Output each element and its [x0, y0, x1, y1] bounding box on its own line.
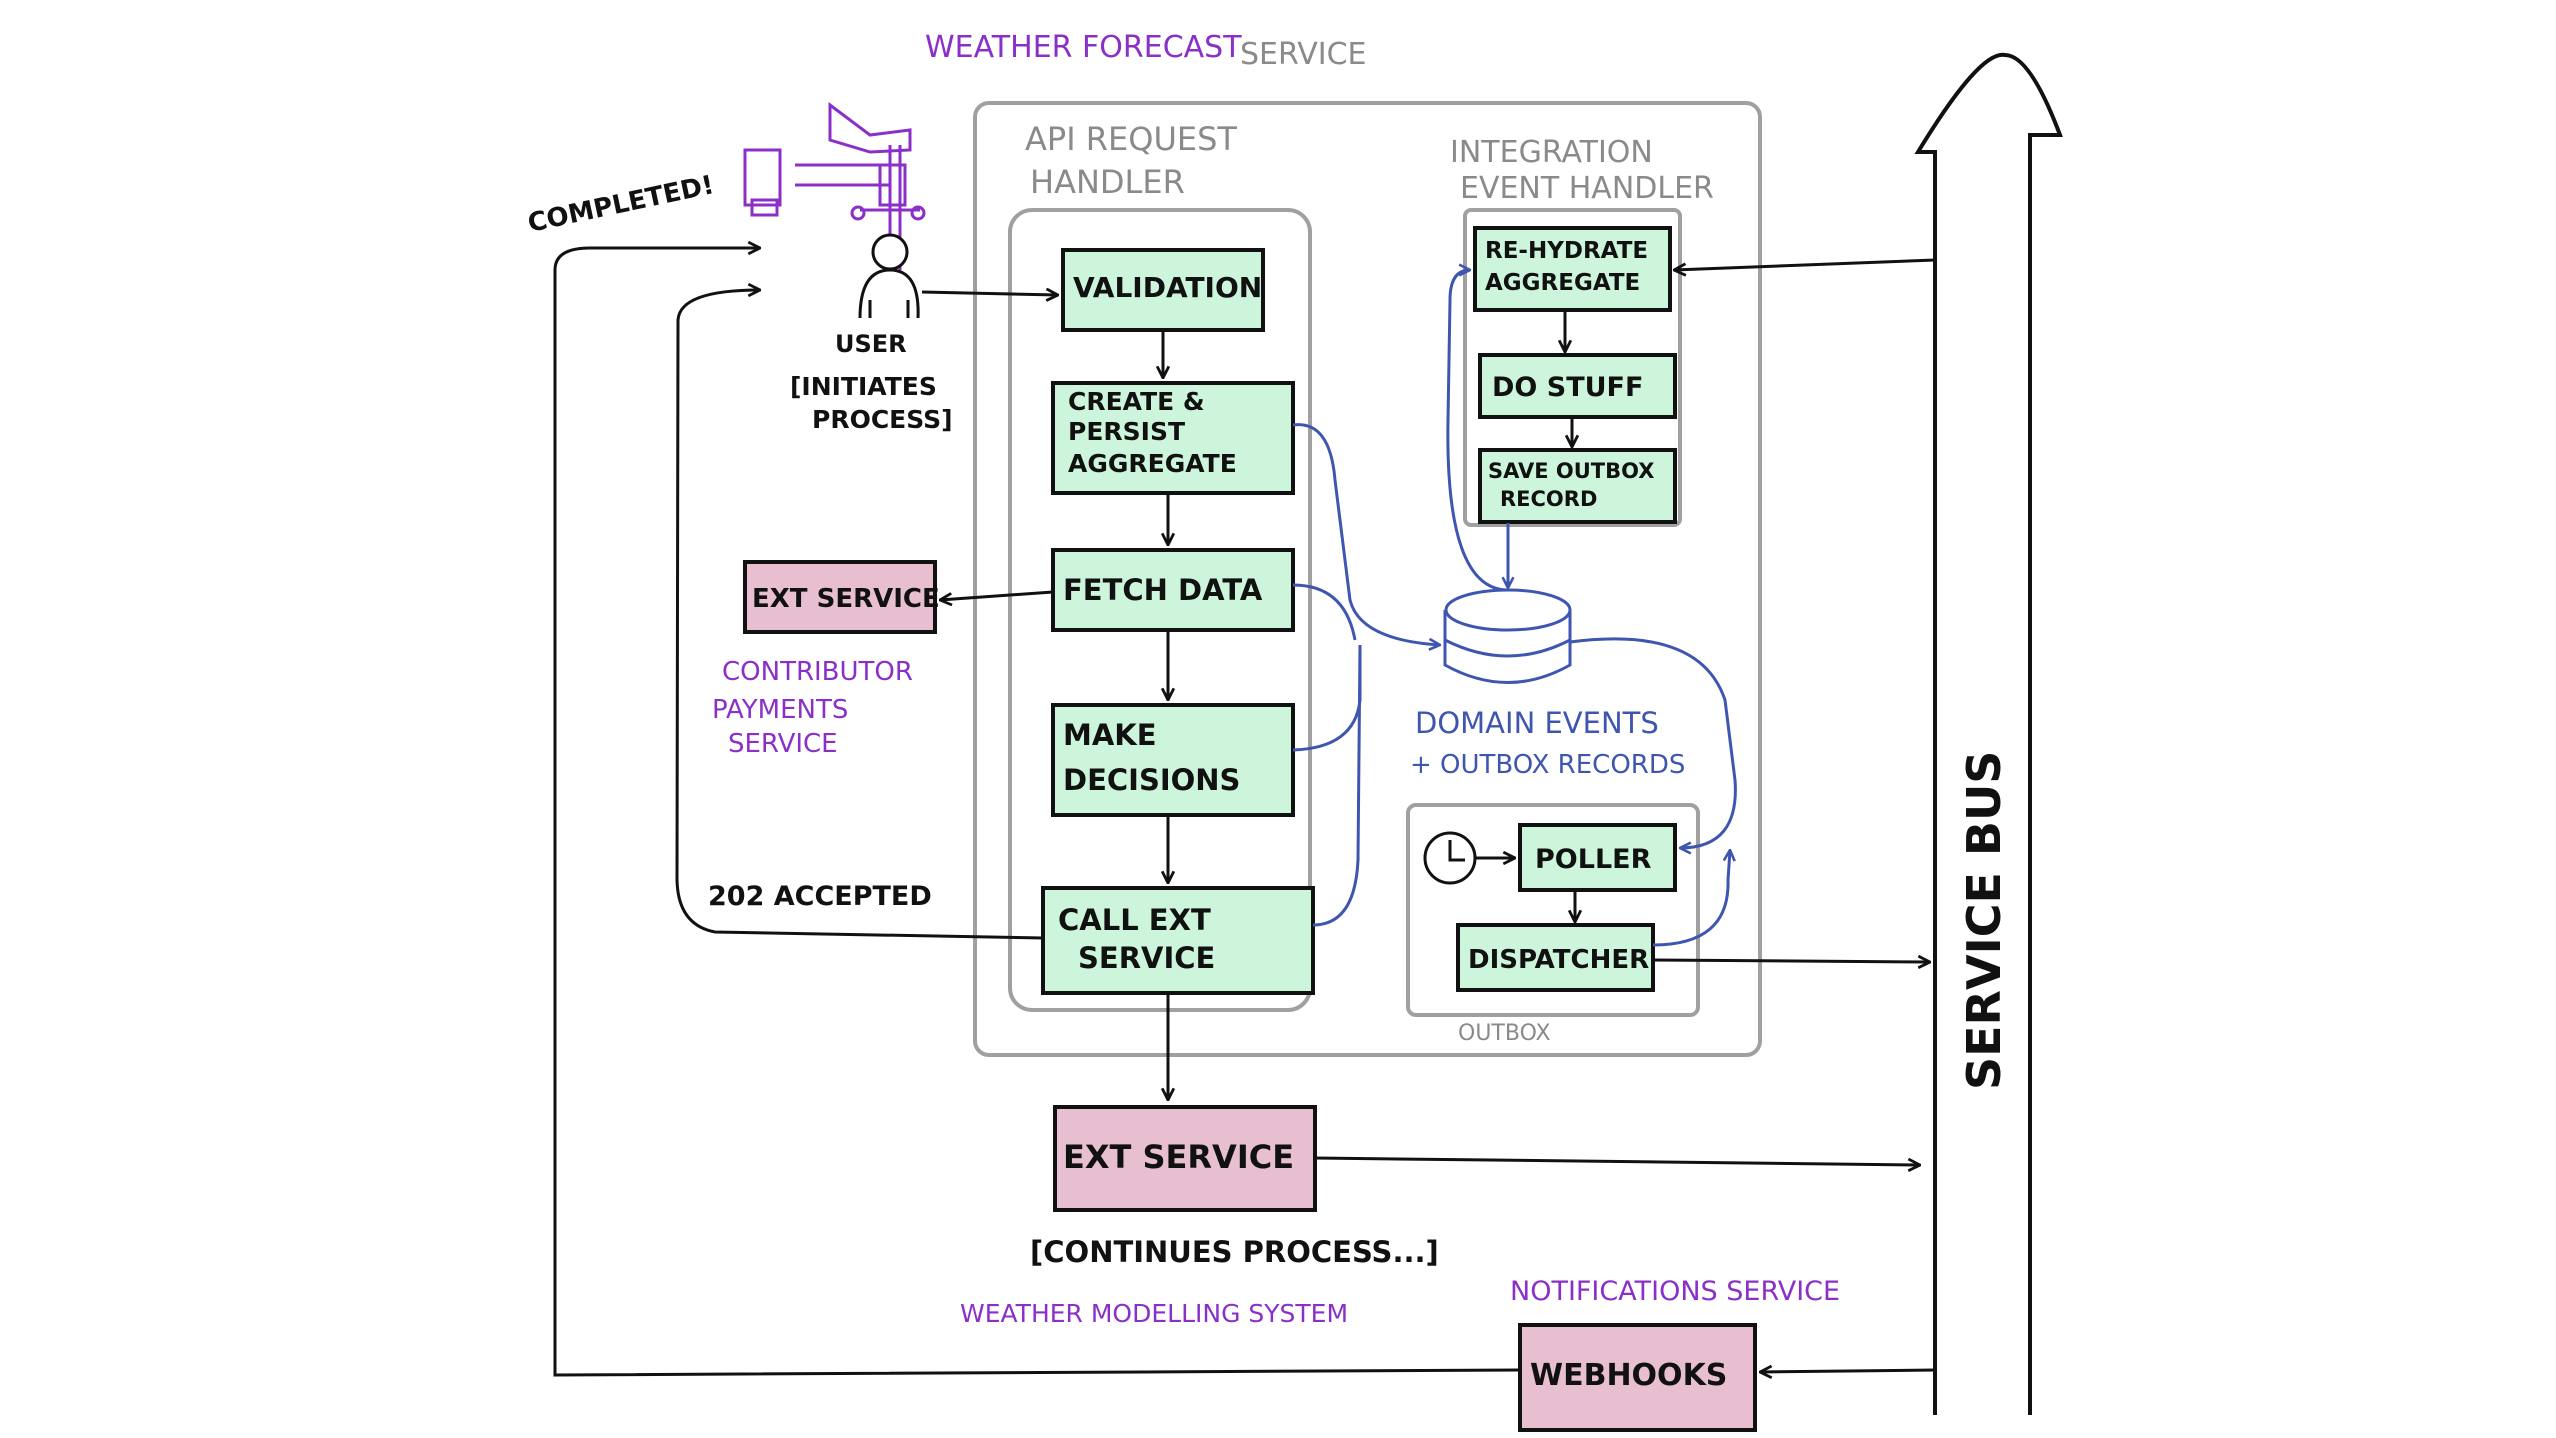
arrow-bus-to-rehydrate	[1674, 258, 1936, 270]
svg-text:EXT SERVICE: EXT SERVICE	[752, 584, 940, 614]
svg-text:SERVICE: SERVICE	[1078, 941, 1215, 975]
svg-text:FETCH DATA: FETCH DATA	[1063, 573, 1263, 607]
svg-text:CALL EXT: CALL EXT	[1058, 903, 1211, 937]
service-bus-arrow	[1914, 52, 2063, 1415]
svg-text:WEBHOOKS: WEBHOOKS	[1530, 1358, 1727, 1393]
arrow-bus-to-webhooks	[1760, 1370, 1936, 1372]
outbox-label: OUTBOX	[1458, 1021, 1551, 1046]
integration-event-handler-container	[1463, 208, 1682, 527]
blue-flow-lines	[1292, 270, 1737, 947]
svg-text:DO STUFF: DO STUFF	[1492, 372, 1643, 403]
call-ext-service-step: CALL EXT SERVICE	[1041, 886, 1315, 995]
svg-text:RECORD: RECORD	[1500, 487, 1597, 511]
poller-step: POLLER	[1518, 823, 1677, 892]
fetch-data-step: FETCH DATA	[1051, 548, 1295, 632]
svg-text:DISPATCHER: DISPATCHER	[1468, 945, 1649, 975]
svg-text:PAYMENTS: PAYMENTS	[712, 695, 848, 725]
completed-label: COMPLETED!	[525, 170, 716, 239]
dispatcher-step: DISPATCHER	[1456, 923, 1655, 992]
continues-process-note: [CONTINUES PROCESS...]	[1030, 1235, 1439, 1269]
rehydrate-aggregate-step: RE-HYDRATE AGGREGATE	[1473, 226, 1672, 312]
svg-text:+ OUTBOX RECORDS: + OUTBOX RECORDS	[1410, 750, 1685, 780]
contributor-payments-title: CONTRIBUTOR PAYMENTS SERVICE	[712, 657, 913, 759]
api-request-handler-container	[1008, 208, 1312, 1012]
integration-event-handler-label: INTEGRATION EVENT HANDLER	[1450, 135, 1714, 206]
svg-text:POLLER: POLLER	[1535, 844, 1652, 875]
user-icon	[858, 233, 920, 319]
svg-text:RE-HYDRATE: RE-HYDRATE	[1485, 238, 1648, 264]
svg-text:INTEGRATION: INTEGRATION	[1450, 135, 1653, 170]
svg-text:VALIDATION: VALIDATION	[1073, 271, 1262, 304]
svg-text:AGGREGATE: AGGREGATE	[1485, 270, 1640, 296]
database-icon	[1443, 588, 1572, 684]
arrow-user-to-validation	[921, 292, 1058, 295]
svg-text:AGGREGATE: AGGREGATE	[1068, 449, 1237, 478]
database-label: DOMAIN EVENTS + OUTBOX RECORDS	[1410, 706, 1685, 780]
svg-text:PROCESS]: PROCESS]	[812, 405, 953, 434]
svg-text:EVENT HANDLER: EVENT HANDLER	[1460, 171, 1714, 206]
webhooks-box: WEBHOOKS	[1518, 1323, 1757, 1432]
outbox-container	[1406, 803, 1700, 1017]
svg-text:DOMAIN EVENTS: DOMAIN EVENTS	[1415, 706, 1659, 740]
svg-text:PERSIST: PERSIST	[1068, 417, 1185, 446]
arrow-call-to-user-accepted	[675, 290, 1044, 940]
svg-text:DECISIONS: DECISIONS	[1063, 763, 1240, 797]
svg-text:SERVICE: SERVICE	[728, 729, 838, 759]
clock-icon	[1423, 831, 1477, 885]
notifications-service-title: NOTIFICATIONS SERVICE	[1510, 1276, 1840, 1307]
weather-modelling-title: WEATHER MODELLING SYSTEM	[960, 1299, 1348, 1328]
svg-text:SAVE OUTBOX: SAVE OUTBOX	[1488, 459, 1654, 483]
svg-text:CREATE &: CREATE &	[1068, 387, 1205, 416]
weather-station-icon	[743, 102, 926, 270]
arrow-fetch-to-ext-service	[940, 590, 1054, 600]
api-request-handler-label: API REQUEST HANDLER	[1025, 120, 1237, 201]
accepted-label: 202 ACCEPTED	[708, 881, 932, 912]
svg-text:[INITIATES: [INITIATES	[790, 372, 937, 401]
do-stuff-step: DO STUFF	[1478, 353, 1677, 419]
weather-forecast-service-container	[973, 101, 1762, 1057]
arrow-ext-service-to-bus	[1314, 1156, 1920, 1165]
svg-text:MAKE: MAKE	[1063, 718, 1157, 752]
create-persist-aggregate-step: CREATE & PERSIST AGGREGATE	[1051, 381, 1295, 495]
service-bus-label: SERVICE BUS	[1957, 751, 2011, 1090]
ext-service-weather-modelling: EXT SERVICE	[1053, 1105, 1317, 1212]
user-note: [INITIATES PROCESS]	[790, 372, 953, 434]
svg-text:EXT SERVICE: EXT SERVICE	[1063, 1138, 1294, 1176]
weather-forecast-title: WEATHER FORECAST	[925, 30, 1242, 65]
svg-text:CONTRIBUTOR: CONTRIBUTOR	[722, 657, 913, 687]
svg-text:HANDLER: HANDLER	[1030, 163, 1185, 201]
validation-step: VALIDATION	[1061, 248, 1265, 332]
svg-text:API REQUEST: API REQUEST	[1025, 120, 1237, 158]
arrow-dispatcher-to-bus	[1652, 960, 1930, 962]
weather-forecast-service-suffix: SERVICE	[1240, 37, 1366, 72]
ext-service-contributor: EXT SERVICE	[743, 560, 940, 634]
user-label: USER	[835, 330, 907, 358]
make-decisions-step: MAKE DECISIONS	[1051, 703, 1295, 817]
arrow-webhooks-to-user	[553, 248, 1521, 1377]
save-outbox-record-step: SAVE OUTBOX RECORD	[1478, 448, 1677, 524]
